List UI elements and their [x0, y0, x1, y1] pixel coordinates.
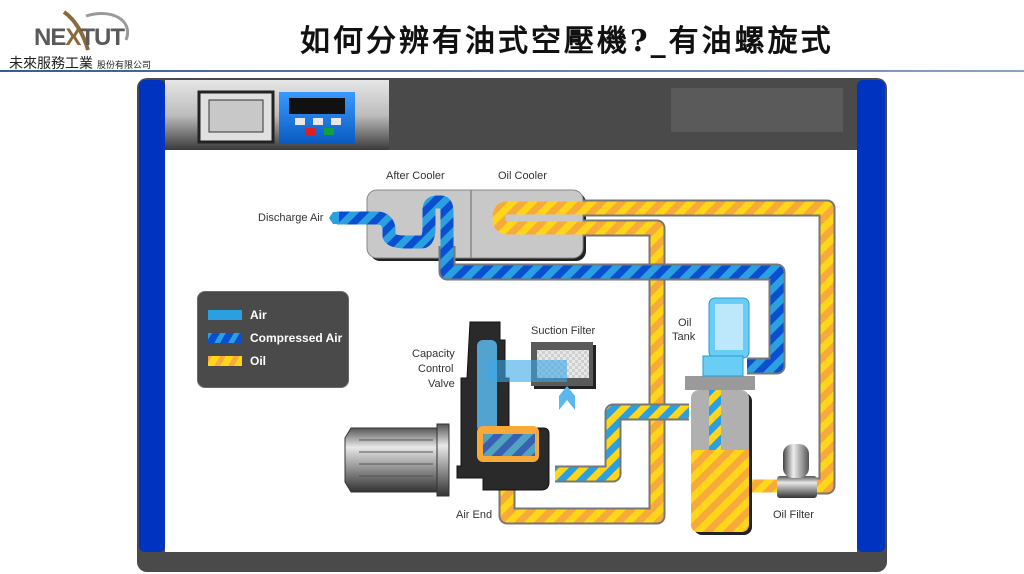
right-blue-panel [857, 80, 885, 552]
top-right-vent [671, 88, 843, 132]
label-oil-tank-line2: Tank [672, 331, 696, 343]
title-divider [0, 70, 1024, 72]
motor [344, 423, 450, 497]
legend-label: Oil [250, 354, 267, 368]
logo-swoosh-icon [62, 10, 130, 51]
oil-tank [685, 297, 755, 535]
label-air-end: Air End [456, 509, 493, 521]
label-suction-filter: Suction Filter [531, 325, 596, 337]
legend: Air Compressed Air Oil [197, 291, 349, 388]
label-capacity-control-valve-line3: Valve [428, 378, 455, 390]
company-name: 未來服務工業 [9, 56, 93, 72]
legend-item-oil: Oil [208, 354, 266, 368]
air-swatch-icon [208, 310, 242, 320]
logo-brand-prefix: NE [34, 24, 66, 51]
logo-brand-x: X [65, 24, 81, 51]
label-discharge-air: Discharge Air [258, 212, 324, 224]
label-capacity-control-valve-line1: Capacity [412, 348, 455, 360]
legend-label: Air [250, 308, 267, 322]
suction-filter [487, 342, 596, 410]
logo-company-name: 未來服務工業股份有限公司 [9, 53, 151, 73]
legend-item-air: Air [208, 308, 267, 322]
compressed-air-swatch-icon [208, 333, 242, 343]
label-oil-tank-line1: Oil [678, 317, 692, 329]
left-blue-panel [139, 80, 165, 552]
logo-wordmark: NEXTUT [34, 24, 125, 52]
label-capacity-control-valve-line2: Control [418, 363, 454, 375]
company-suffix: 股份有限公司 [97, 61, 152, 71]
oil-air-mix-pipe [555, 403, 689, 483]
control-panel [165, 80, 843, 150]
label-oil-cooler: Oil Cooler [498, 170, 547, 182]
oil-swatch-icon [208, 356, 242, 366]
red-indicator [305, 128, 315, 135]
label-after-cooler: After Cooler [386, 170, 445, 182]
oil-filter [777, 444, 817, 498]
label-oil-filter: Oil Filter [773, 509, 814, 521]
company-logo: NEXTUT 未來服務工業股份有限公司 [6, 8, 176, 72]
logo-brand-suffix: TUT [80, 24, 125, 51]
compressed-air-pipes [329, 195, 786, 375]
compressor-diagram [137, 78, 887, 572]
page-title: 如何分辨有油式空壓機?_有油螺旋式 [300, 24, 834, 59]
legend-item-compressed-air: Compressed Air [208, 331, 342, 345]
air-end [456, 321, 550, 491]
legend-label: Compressed Air [250, 331, 343, 345]
green-indicator [324, 128, 334, 135]
